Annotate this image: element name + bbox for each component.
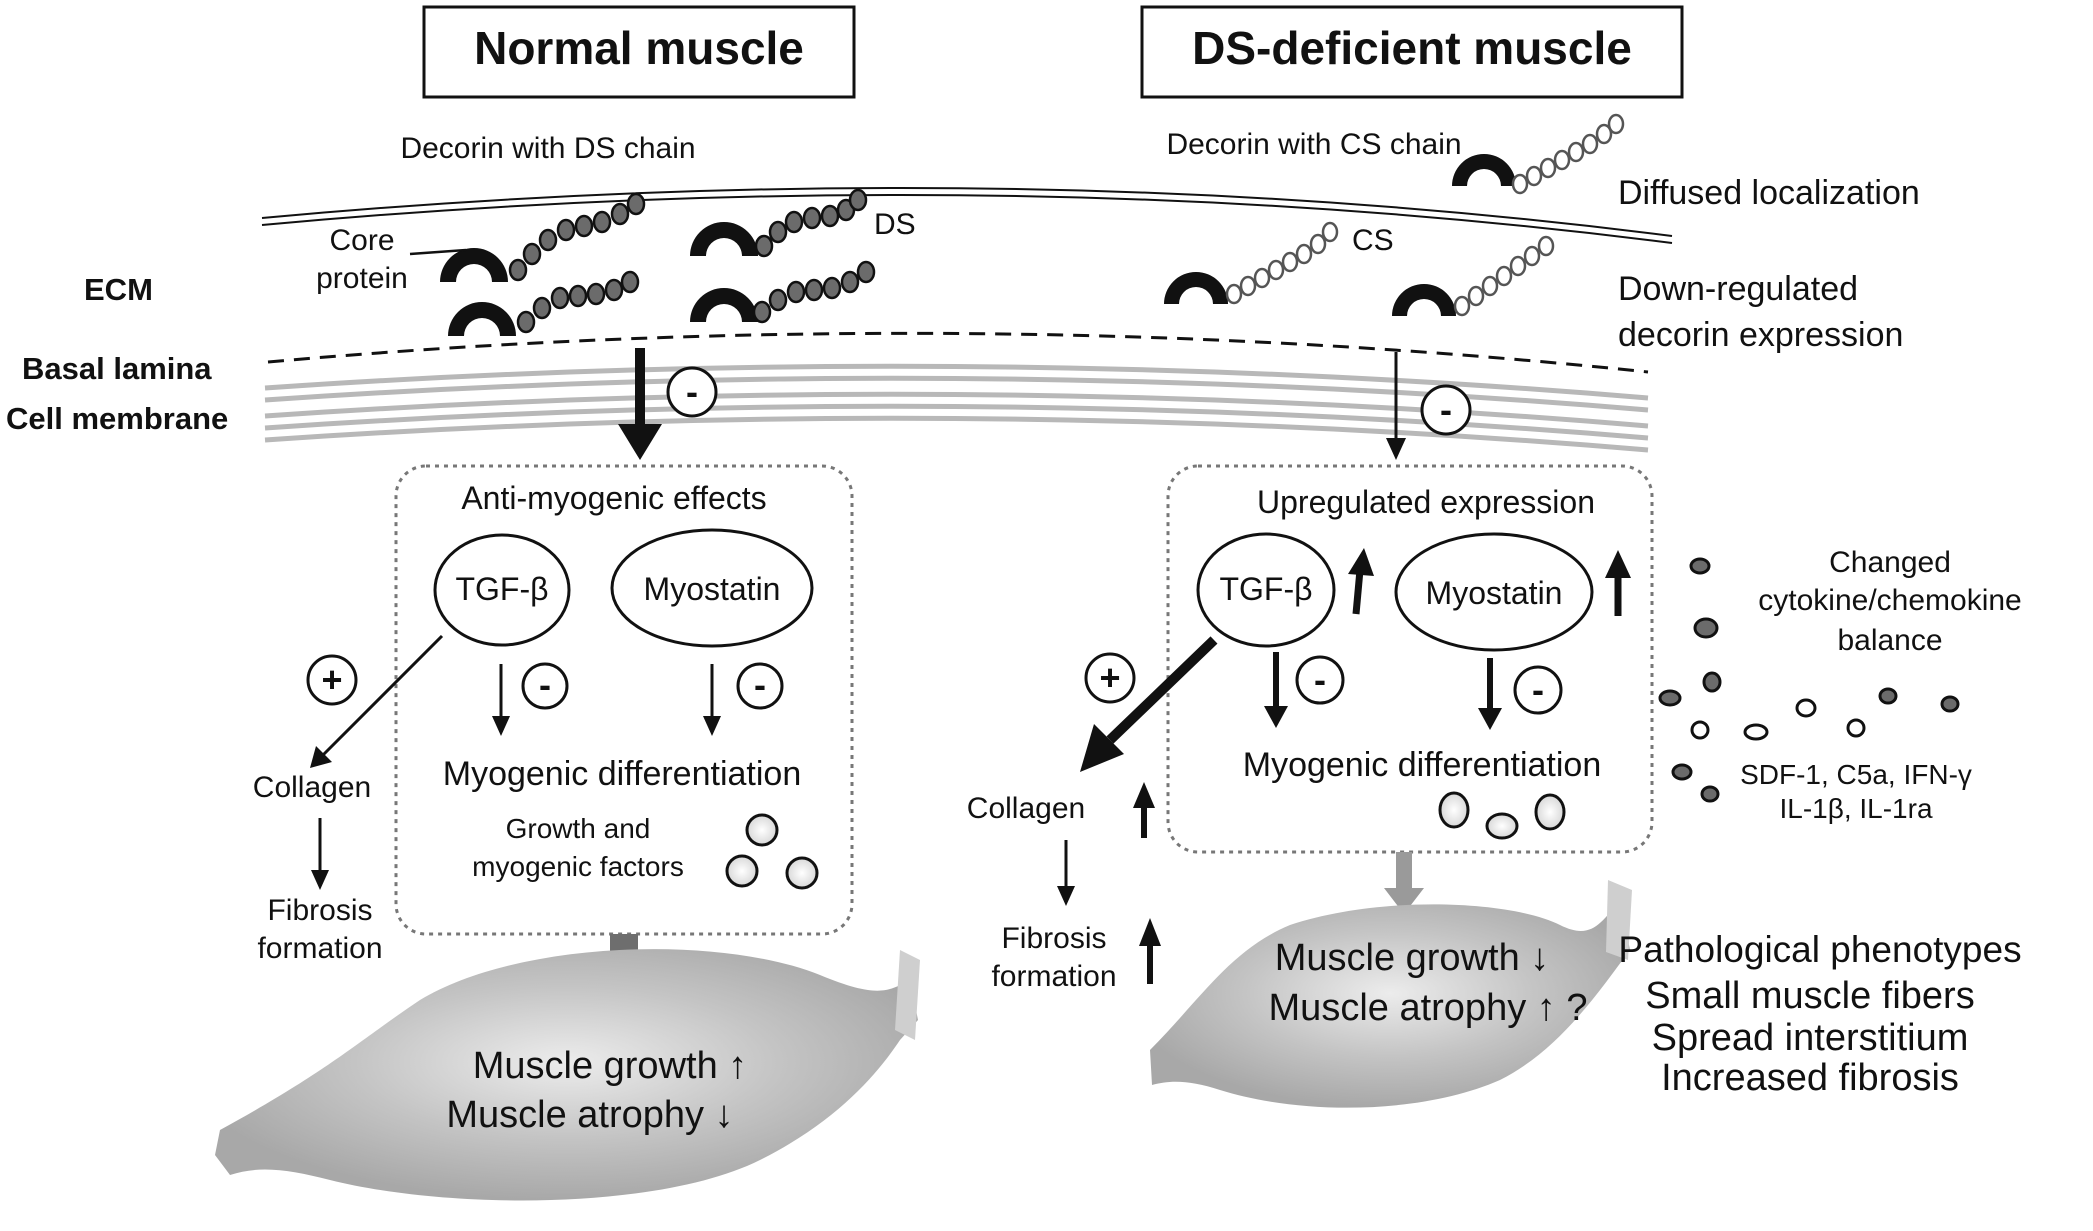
cytokine-list-2: IL-1β, IL-1ra [1779, 793, 1932, 824]
normal-factors-1: Growth and [506, 813, 651, 844]
svg-text:+: + [321, 659, 342, 700]
ecm-boundary-line [261, 186, 1673, 237]
core-label-1: Core [329, 224, 394, 257]
deficient-myostatin-label: Myostatin [1426, 575, 1563, 611]
downreg-note-2: decorin expression [1618, 316, 1903, 354]
deficient-muscle-graphic [1150, 880, 1632, 1108]
diffused-note: Diffused localization [1618, 174, 1920, 212]
deficient-effects-box [1166, 464, 1654, 854]
cs-label: CS [1352, 224, 1394, 257]
normal-myogenic-label: Myogenic differentiation [443, 755, 801, 793]
normal-membrane-arrow [618, 348, 662, 460]
deficient-membrane-arrow [1386, 352, 1406, 460]
pheno-item-1: Small muscle fibers [1645, 975, 1974, 1017]
normal-factors-2: myogenic factors [472, 851, 684, 882]
deficient-tgf-ellipse [1196, 532, 1336, 648]
deficient-collagen-up-arrow [1133, 782, 1155, 838]
deficient-myostatin-ellipse [1394, 532, 1594, 652]
normal-tgf-inhibit-arrow: - [492, 662, 569, 736]
deficient-plus-sign: + [1084, 652, 1136, 704]
deficient-title-box: DS-deficient muscle [1140, 5, 1684, 99]
deficient-title: DS-deficient muscle [1192, 22, 1632, 74]
normal-tgf-to-collagen-arrow [310, 634, 444, 768]
basal-lamina-label: Basal lamina [22, 351, 212, 386]
normal-myostatin-ellipse [610, 528, 814, 648]
cytokine-note-2: cytokine/chemokine [1758, 584, 2021, 617]
normal-tgf-ellipse [433, 533, 571, 647]
svg-text:-: - [686, 371, 698, 412]
normal-myostatin-inhibit-arrow: - [703, 662, 784, 736]
normal-outcome-1: Muscle growth ↑ [473, 1045, 748, 1087]
svg-text:-: - [754, 664, 766, 705]
normal-plus-sign: + [306, 654, 358, 706]
downreg-note-1: Down-regulated [1618, 270, 1858, 308]
normal-factor-cells [725, 813, 819, 890]
svg-text:-: - [539, 664, 551, 705]
normal-title: Normal muscle [474, 22, 804, 74]
svg-text:+: + [1099, 657, 1120, 698]
deficient-tgf-label: TGF-β [1219, 571, 1312, 607]
normal-collagen-label: Collagen [253, 771, 371, 804]
normal-effects-box [394, 464, 854, 936]
deficient-collagen-to-fibrosis-arrow [1057, 840, 1075, 906]
deficient-collagen-label: Collagen [967, 792, 1085, 825]
deficient-fibrosis-1: Fibrosis [1001, 922, 1106, 955]
deficient-myostatin-inhibit-arrow: - [1478, 658, 1563, 730]
deficient-decorin-label: Decorin with CS chain [1166, 128, 1461, 161]
normal-membrane-minus: - [666, 366, 718, 418]
deficient-outcome-1: Muscle growth ↓ [1275, 937, 1550, 979]
ecm-label: ECM [84, 272, 153, 307]
pheno-title: Pathological phenotypes [1618, 929, 2021, 970]
deficient-tgf-up-arrow [1348, 548, 1374, 615]
deficient-myogenic-label: Myogenic differentiation [1243, 746, 1601, 784]
normal-fibrosis-1: Fibrosis [267, 894, 372, 927]
deficient-factor-cells [1438, 791, 1566, 840]
cytokine-dots [1658, 557, 1960, 803]
svg-text:-: - [1314, 659, 1326, 700]
basal-lamina-line [267, 331, 1649, 374]
normal-myostatin-label: Myostatin [644, 571, 781, 607]
cell-membrane-label: Cell membrane [6, 401, 228, 436]
normal-muscle-graphic [215, 949, 920, 1201]
deficient-outcome-2: Muscle atrophy ↑ ? [1269, 987, 1588, 1029]
normal-outcome-2: Muscle atrophy ↓ [446, 1094, 733, 1136]
core-label-2: protein [316, 262, 408, 295]
deficient-box-title: Upregulated expression [1257, 484, 1595, 520]
normal-fibrosis-2: formation [257, 932, 382, 965]
pheno-item-3: Increased fibrosis [1661, 1057, 1959, 1099]
deficient-myostatin-up-arrow [1605, 550, 1631, 616]
normal-tgf-label: TGF-β [455, 571, 548, 607]
ds-label: DS [874, 208, 916, 241]
decorin-cs-cluster [1164, 113, 1625, 317]
deficient-fibrosis-2: formation [991, 960, 1116, 993]
cytokine-note-1: Changed [1829, 546, 1951, 579]
deficient-membrane-minus: - [1420, 384, 1472, 436]
decorin-ds-cluster [440, 188, 876, 336]
deficient-tgf-inhibit-arrow: - [1264, 652, 1345, 728]
normal-title-box: Normal muscle [422, 5, 856, 99]
normal-box-title: Anti-myogenic effects [461, 480, 766, 516]
pheno-item-2: Spread interstitium [1652, 1017, 1969, 1059]
deficient-outcome-arrow [1384, 852, 1424, 914]
svg-text:-: - [1532, 669, 1544, 710]
cytokine-note-3: balance [1837, 624, 1942, 657]
svg-text:-: - [1440, 389, 1452, 430]
deficient-tgf-to-collagen-arrow [1080, 636, 1218, 772]
normal-collagen-to-fibrosis-arrow [311, 818, 329, 890]
normal-decorin-label: Decorin with DS chain [400, 132, 695, 165]
cytokine-list-1: SDF-1, C5a, IFN-γ [1740, 759, 1972, 790]
deficient-fibrosis-up-arrow [1139, 918, 1161, 984]
